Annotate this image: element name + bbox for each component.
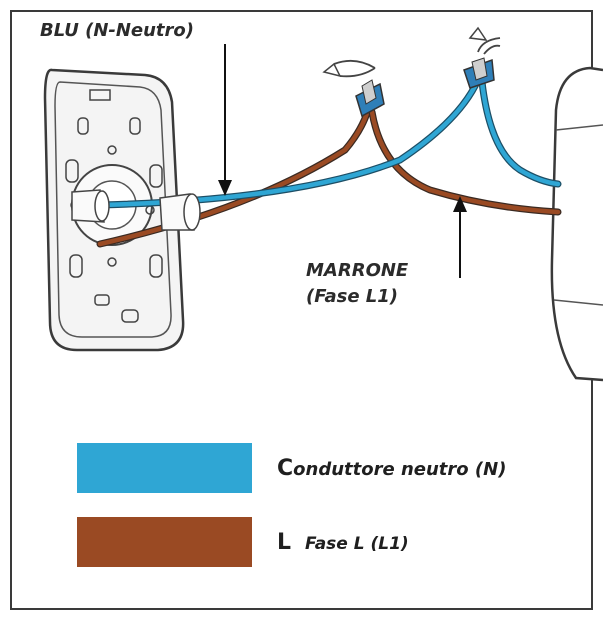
pointer-arrow-brown (453, 196, 467, 278)
lamp-housing-icon (550, 66, 603, 382)
brown-wire-label: MARRONE (Fase L1) (306, 258, 408, 310)
brown-wire-label-line2: (Fase L1) (306, 286, 399, 307)
legend-swatch-neutral (77, 443, 252, 493)
pointer-arrow-blue (218, 44, 232, 196)
twist-arrow-icon (322, 26, 501, 78)
cable-gland-icon (71, 189, 201, 231)
legend-item-phase: L Fase L (L1) (277, 530, 409, 555)
legend-swatch-phase (77, 517, 252, 567)
blue-wire-label: BLU (N-Neutro) (40, 20, 195, 41)
legend-key-neutral: C (277, 456, 294, 481)
wire-connector-icon (355, 57, 495, 118)
legend-key-phase: L (277, 530, 292, 555)
brown-wire-label-line1: MARRONE (306, 260, 409, 281)
legend-text-phase: Fase L (L1) (305, 534, 409, 554)
legend-text-neutral: onduttore neutro (N) (293, 459, 507, 480)
legend-item-neutral: Conduttore neutro (N) (277, 456, 506, 481)
